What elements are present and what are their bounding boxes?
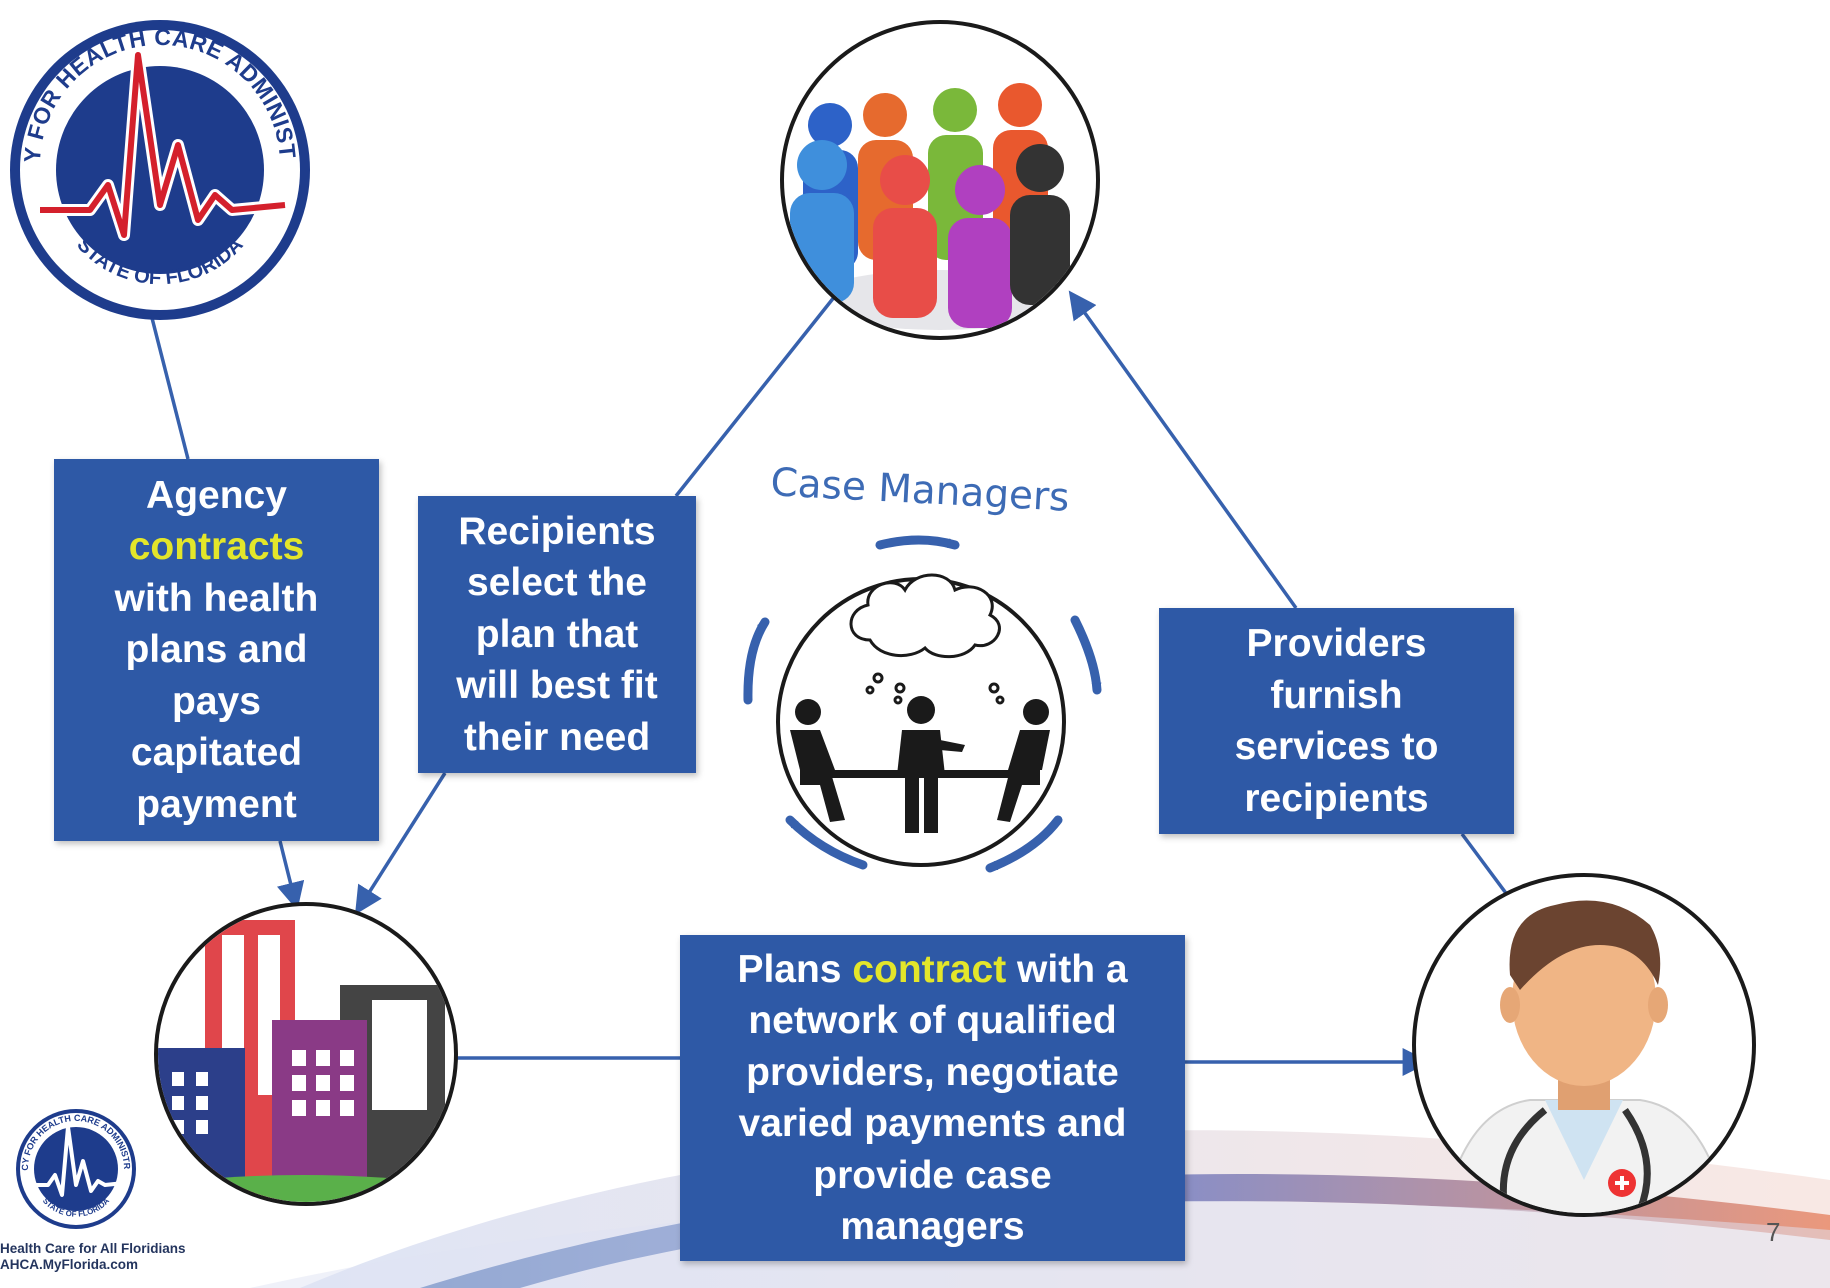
box-line-highlight: contracts — [128, 525, 305, 569]
recipients-select-box: Recipients select the plan that will bes… — [418, 496, 696, 773]
box-line: Providers — [1246, 622, 1427, 665]
box-text-highlight: contract — [852, 947, 1007, 991]
doctor-icon — [1412, 873, 1756, 1217]
people-group-icon — [780, 20, 1100, 340]
footer-tagline: Health Care for All Floridians AHCA.MyFl… — [0, 1241, 186, 1273]
agency-contracts-box: Agency contracts with health plans and p… — [54, 459, 379, 841]
recipients-to-people-line — [674, 294, 837, 498]
box-line: pays — [172, 679, 261, 723]
cycle-arrow-icon — [743, 535, 1102, 873]
box-line-first: Plans contract with a — [737, 944, 1127, 996]
box-line: managers — [840, 1205, 1025, 1248]
agency-to-buildings-arrow — [276, 840, 305, 911]
seal-icon: AGENCY FOR HEALTH CARE ADMINISTRATION ST… — [0, 0, 310, 320]
buildings-icon — [154, 902, 458, 1206]
box-line: plan that — [475, 612, 639, 656]
page-number: 7 — [1766, 1217, 1781, 1247]
box-line: Recipients — [458, 509, 656, 553]
box-line: varied payments and — [738, 1102, 1127, 1145]
providers-furnish-box: Providers furnish services to recipients — [1159, 608, 1514, 834]
connector-lines — [150, 290, 1519, 1076]
recipients-to-buildings-arrow — [354, 772, 447, 915]
providers-to-people-arrow — [1068, 290, 1298, 610]
box-line: select the — [467, 561, 647, 605]
box-line: payment — [136, 782, 297, 826]
box-text: with a — [1006, 947, 1128, 991]
box-line: furnish — [1270, 673, 1403, 717]
footer-tagline-text: Health Care for All Floridians — [0, 1241, 186, 1256]
box-text: Plans — [737, 947, 853, 991]
box-line: services to — [1234, 725, 1439, 768]
box-line: will best fit — [456, 664, 658, 708]
box-line: recipients — [1244, 776, 1429, 820]
footer-url: AHCA.MyFlorida.com — [0, 1257, 139, 1272]
seal-to-agency-line — [150, 317, 190, 460]
box-line: providers, negotiate — [746, 1050, 1119, 1094]
plans-contract-box: Plans contract with a network of qualifi… — [680, 935, 1185, 1261]
box-line: with health — [114, 576, 319, 620]
meeting-icon — [743, 535, 1102, 873]
box-line: capitated — [130, 731, 303, 775]
footer-seal-icon: AGENCY FOR HEALTH CARE ADMINISTRATION ST… — [8, 1097, 136, 1229]
box-line: provide case — [813, 1153, 1052, 1197]
box-line: Agency — [146, 473, 287, 517]
box-line: plans and — [125, 628, 308, 672]
box-line: their need — [463, 715, 651, 759]
box-line: network of qualified — [748, 999, 1117, 1042]
